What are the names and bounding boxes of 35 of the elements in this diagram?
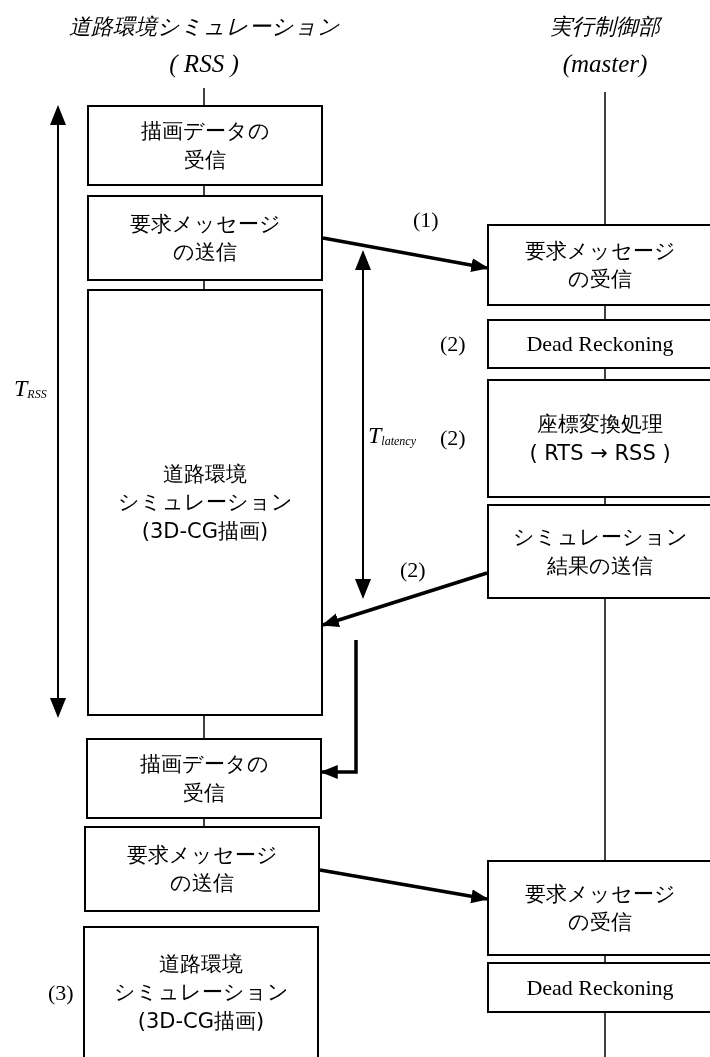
box-label: 描画データの受信 [139, 751, 269, 807]
process-box [487, 224, 710, 306]
box-label: 道路環境シミュレーション(3D-CG描画) [113, 951, 289, 1035]
dimension-label: T$_{latency}$ [368, 422, 416, 450]
arrow [322, 236, 489, 273]
process-box [87, 105, 323, 186]
box-label: シミュレーション結果の送信 [512, 524, 688, 580]
process-box [84, 826, 320, 912]
box-label: Dead Reckoning [526, 973, 674, 1002]
process-box [487, 319, 710, 369]
process-box [487, 962, 710, 1013]
step-number: (3) [48, 980, 74, 1006]
process-box [487, 379, 710, 498]
lifeline-title: 道路環境シミュレーション [68, 13, 340, 41]
lifeline-title: (master) [562, 50, 648, 78]
process-box [86, 738, 322, 819]
lifeline-title: ( RSS ) [169, 50, 239, 78]
process-box [487, 860, 710, 956]
box-label: 描画データの受信 [140, 118, 270, 174]
box-label: 道路環境シミュレーション(3D-CG描画) [117, 461, 293, 545]
box-label: 要求メッセージの送信 [129, 210, 281, 266]
box-label: Dead Reckoning [526, 330, 674, 359]
lifeline-title: 実行制御部 [550, 13, 660, 41]
process-box [87, 289, 323, 716]
box-label: 要求メッセージの送信 [126, 841, 278, 897]
process-box [83, 926, 319, 1057]
box-label: 要求メッセージの受信 [524, 880, 676, 936]
box-label: 座標変換処理 ( RTS → RSS ) [529, 411, 671, 467]
step-number: (2) [440, 425, 466, 451]
dimension-label: T$_{RSS}$ [14, 375, 47, 403]
arrow [319, 868, 489, 904]
process-box [487, 504, 710, 599]
box-label: 要求メッセージの受信 [524, 237, 676, 293]
process-box [87, 195, 323, 281]
step-number: (2) [440, 331, 466, 357]
